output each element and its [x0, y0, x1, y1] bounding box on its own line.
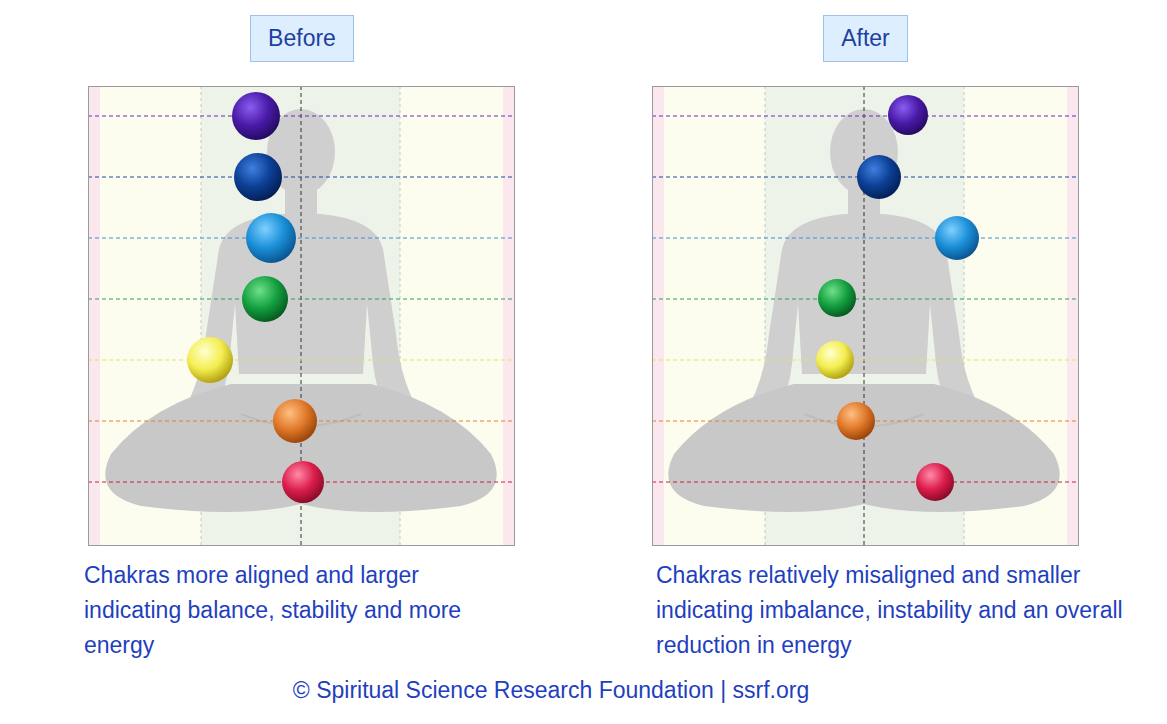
- before-panel: [88, 86, 515, 546]
- heading-text: After: [841, 25, 890, 52]
- heading-box: After: [823, 15, 908, 62]
- heading-text: Before: [268, 25, 336, 52]
- after-panel: [652, 86, 1079, 546]
- caption-text: Chakras relatively misaligned and smalle…: [656, 558, 1136, 663]
- heading-box: Before: [250, 15, 354, 62]
- after-chakras: [816, 95, 979, 501]
- caption-text: Chakras more aligned and larger indicati…: [84, 558, 484, 663]
- copyright-note: © Spiritual Science Research Foundation …: [150, 673, 952, 708]
- before-chakras: [187, 92, 324, 503]
